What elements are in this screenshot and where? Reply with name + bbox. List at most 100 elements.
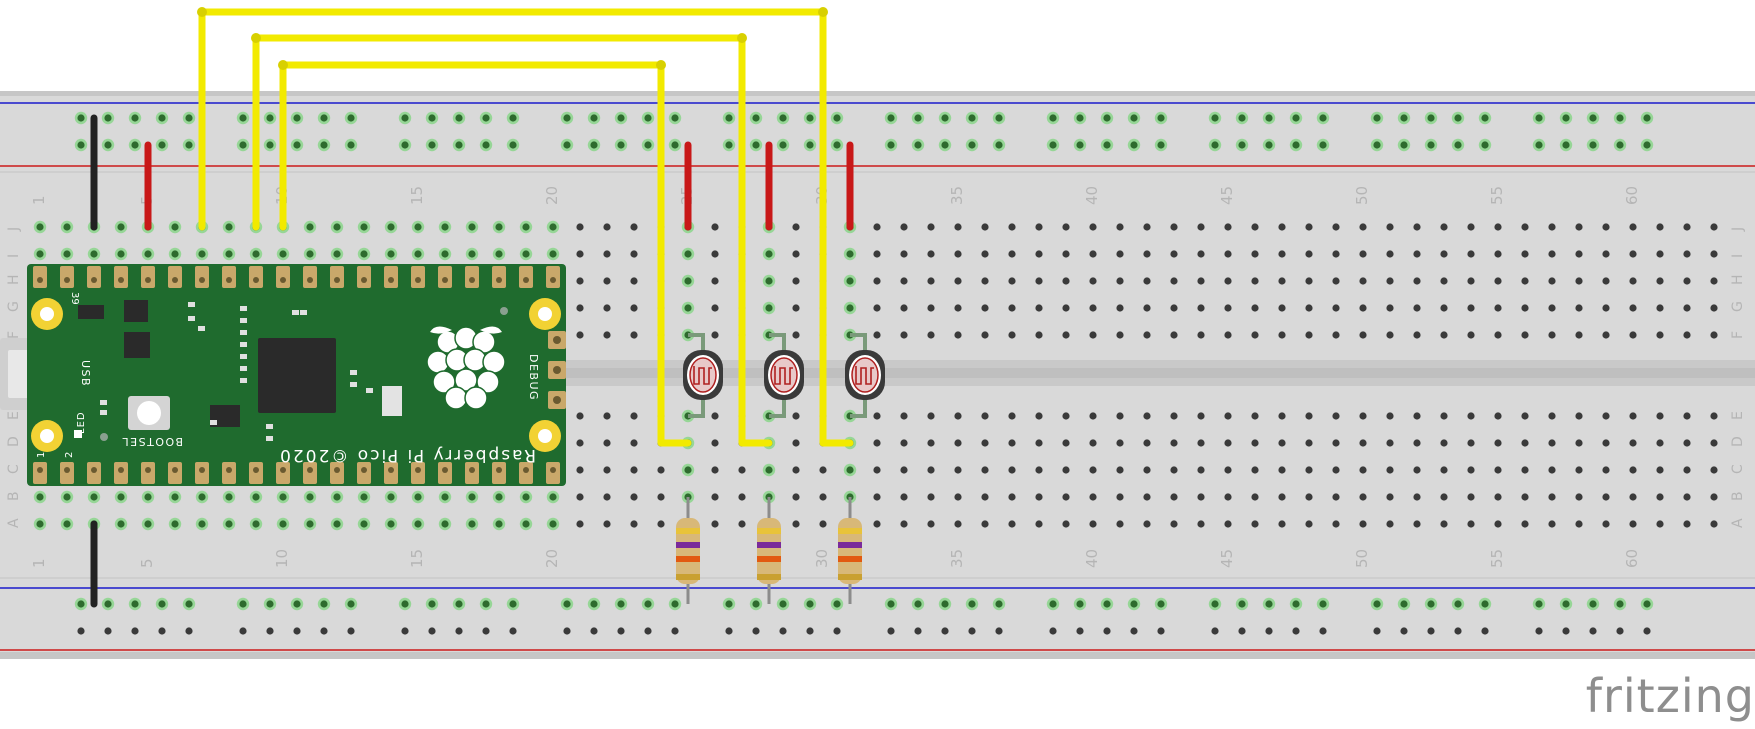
hole-top-c63-r3 (1710, 304, 1718, 312)
hole-rail-bot-b-6 (158, 627, 166, 635)
hole-bot-c46-r0 (1251, 412, 1259, 420)
hole-bot-c63-r4 (1710, 520, 1718, 528)
hole-rail-bot-b-49 (1319, 627, 1327, 635)
hole-bot-c4-r3 (117, 493, 125, 501)
hole-rail-top-a-29 (779, 114, 787, 122)
hole-bot-c56-r4 (1521, 520, 1529, 528)
hole-rail-bot-b-35 (941, 627, 949, 635)
hole-rail-bot-b-17 (455, 627, 463, 635)
hole-top-c22-r0 (603, 223, 611, 231)
hole-rail-top-b-33 (887, 141, 895, 149)
hole-top-c51-r1 (1386, 250, 1394, 258)
hole-bot-c25-r2 (684, 466, 692, 474)
column-number-top: 45 (1218, 186, 1236, 205)
passive-component (240, 378, 247, 383)
hole-top-c60-r3 (1629, 304, 1637, 312)
column-number-top: 1 (30, 195, 48, 205)
row-letter-left: F (6, 331, 22, 339)
hole-top-c47-r1 (1278, 250, 1286, 258)
hole-top-c59-r3 (1602, 304, 1610, 312)
pico-pad-top-hole (523, 277, 529, 283)
hole-rail-top-a-60 (1616, 114, 1624, 122)
hole-bot-c22-r1 (603, 439, 611, 447)
hole-bot-c38-r4 (1035, 520, 1043, 528)
hole-rail-bot-b-10 (266, 627, 274, 635)
row-letter-left: A (6, 518, 22, 528)
hole-top-c22-r2 (603, 277, 611, 285)
hole-top-c37-r0 (1008, 223, 1016, 231)
hole-top-c41-r1 (1116, 250, 1124, 258)
hole-bot-c20-r3 (549, 493, 557, 501)
hole-bot-c53-r1 (1440, 439, 1448, 447)
hole-rail-bot-a-5 (131, 600, 139, 608)
hole-rail-bot-b-25 (671, 627, 679, 635)
hole-bot-c4-r4 (117, 520, 125, 528)
hole-top-c23-r4 (630, 331, 638, 339)
hole-bot-c61-r4 (1656, 520, 1664, 528)
hole-rail-bot-a-31 (833, 600, 841, 608)
hole-bot-c46-r3 (1251, 493, 1259, 501)
hole-top-c28-r2 (765, 277, 773, 285)
hole-bot-c3-r3 (90, 493, 98, 501)
resistor-band (757, 528, 781, 534)
hole-rail-top-b-41 (1103, 141, 1111, 149)
hole-top-c44-r2 (1197, 277, 1205, 285)
hole-top-c43-r4 (1170, 331, 1178, 339)
row-letter-left: C (6, 464, 22, 474)
hole-top-c31-r2 (846, 277, 854, 285)
hole-bot-c38-r3 (1035, 493, 1043, 501)
pico-pad-bottom-hole (199, 467, 205, 473)
hole-top-c38-r4 (1035, 331, 1043, 339)
resistor (757, 497, 781, 604)
regulator-chip (124, 300, 148, 322)
pico-pad-bottom-hole (172, 467, 178, 473)
resistor-band (757, 556, 781, 562)
hole-top-c21-r3 (576, 304, 584, 312)
hole-rail-top-a-16 (428, 114, 436, 122)
hole-bot-c42-r4 (1143, 520, 1151, 528)
hole-top-c40-r1 (1089, 250, 1097, 258)
hole-top-c46-r2 (1251, 277, 1259, 285)
hole-rail-bot-a-39 (1049, 600, 1057, 608)
resistor-band (676, 528, 700, 534)
hole-top-c37-r1 (1008, 250, 1016, 258)
hole-rail-bot-a-25 (671, 600, 679, 608)
hole-bot-c6-r3 (171, 493, 179, 501)
hole-rail-top-a-57 (1535, 114, 1543, 122)
hole-top-c35-r0 (954, 223, 962, 231)
silkscreen-pin39: 39 (69, 292, 80, 305)
hole-bot-c60-r3 (1629, 493, 1637, 501)
hole-bot-c22-r2 (603, 466, 611, 474)
debug-pin-hole (553, 396, 561, 404)
hole-top-c49-r4 (1332, 331, 1340, 339)
pico-pad-top-hole (280, 277, 286, 283)
passive-component (100, 400, 107, 405)
hole-bot-c58-r1 (1575, 439, 1583, 447)
hole-top-c32-r2 (873, 277, 881, 285)
mounting-hole-center (538, 307, 552, 321)
hole-rail-top-b-23 (617, 141, 625, 149)
hole-top-c33-r0 (900, 223, 908, 231)
hole-top-c20-r1 (549, 250, 557, 258)
hole-bot-c42-r2 (1143, 466, 1151, 474)
hole-bot-c57-r3 (1548, 493, 1556, 501)
hole-top-c52-r0 (1413, 223, 1421, 231)
hole-rail-bot-b-42 (1130, 627, 1138, 635)
hole-rail-top-a-36 (968, 114, 976, 122)
hole-top-c45-r0 (1224, 223, 1232, 231)
passive-component (188, 316, 195, 321)
hole-bot-c24-r3 (657, 493, 665, 501)
hole-top-c39-r4 (1062, 331, 1070, 339)
hole-bot-c16-r4 (441, 520, 449, 528)
pico-pad-bottom-hole (226, 467, 232, 473)
pico-pad-bottom-hole (118, 467, 124, 473)
hole-rail-bot-a-60 (1616, 600, 1624, 608)
hole-top-c45-r4 (1224, 331, 1232, 339)
raspberry-pi-logo (426, 326, 506, 410)
hole-rail-top-a-25 (671, 114, 679, 122)
hole-rail-top-b-60 (1616, 141, 1624, 149)
hole-top-c50-r0 (1359, 223, 1367, 231)
column-number-bottom: 60 (1623, 549, 1641, 568)
hole-rail-bot-a-11 (293, 600, 301, 608)
hole-bot-c27-r4 (738, 520, 746, 528)
